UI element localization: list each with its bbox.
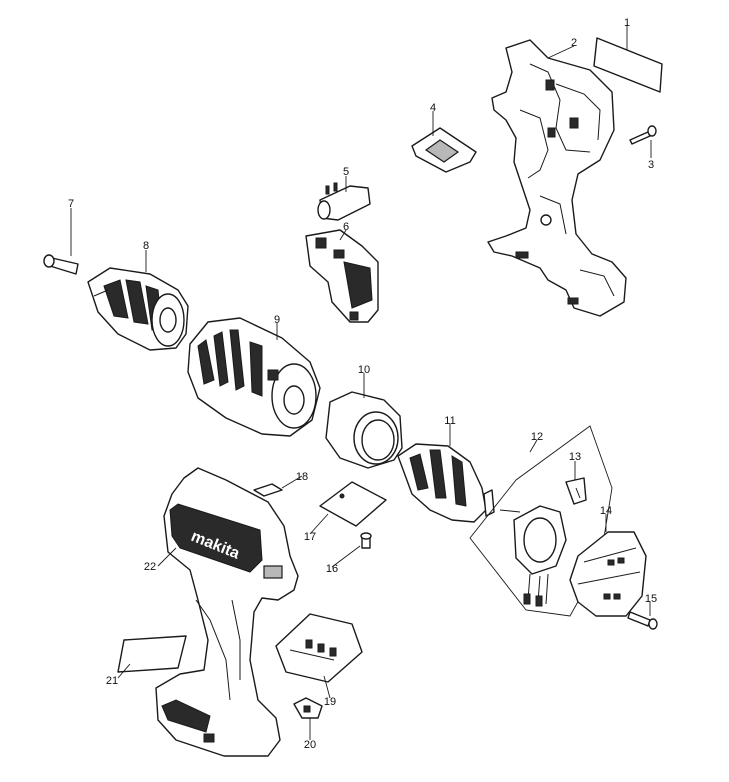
label-13: 13 <box>569 451 581 463</box>
label-5: 5 <box>343 166 349 178</box>
label-21: 21 <box>106 675 118 687</box>
part-18-spring <box>253 483 283 497</box>
part-17-plate <box>319 481 387 527</box>
part-20-block <box>293 697 323 719</box>
part-1-label-sticker <box>593 37 663 93</box>
part-number-labels: 1 2 3 4 5 6 7 8 9 10 11 12 13 14 15 16 1… <box>68 17 657 751</box>
part-8-drill-chuck <box>87 267 189 351</box>
part-7-chuck-screw <box>43 254 79 275</box>
part-10-yoke <box>325 391 403 469</box>
leader-lines <box>70 26 652 740</box>
label-14: 14 <box>600 505 612 517</box>
label-7: 7 <box>68 198 74 210</box>
part-2-housing-half <box>487 39 627 317</box>
part-16-screw <box>360 532 372 549</box>
label-10: 10 <box>358 364 370 376</box>
label-15: 15 <box>645 593 657 605</box>
part-3-screw <box>629 125 657 145</box>
part-14-rear-cap <box>569 531 647 617</box>
label-1: 1 <box>624 17 630 29</box>
part-21-sticker <box>117 635 187 673</box>
part-4-switch-lever <box>411 127 477 173</box>
label-11: 11 <box>444 415 455 427</box>
label-12: 12 <box>531 431 543 443</box>
label-6: 6 <box>343 221 349 233</box>
part-9-gear-assembly <box>187 317 321 437</box>
label-8: 8 <box>143 240 149 252</box>
label-17: 17 <box>304 531 316 543</box>
label-4: 4 <box>430 102 436 114</box>
part-15-screw <box>627 611 658 630</box>
label-2: 2 <box>571 37 577 49</box>
part-11-armature <box>397 443 495 523</box>
label-19: 19 <box>324 696 336 708</box>
part-19-terminal <box>275 613 363 683</box>
part-13-clip <box>565 477 587 505</box>
part-22-main-housing: makita <box>155 467 299 757</box>
label-18: 18 <box>296 471 308 483</box>
part-5-cap <box>317 182 371 221</box>
label-9: 9 <box>274 314 280 326</box>
label-20: 20 <box>304 739 316 751</box>
part-12-brush-holder <box>499 505 567 607</box>
label-22: 22 <box>144 561 156 573</box>
label-3: 3 <box>648 159 654 171</box>
part-6-switch <box>305 229 379 323</box>
label-16: 16 <box>326 563 338 575</box>
